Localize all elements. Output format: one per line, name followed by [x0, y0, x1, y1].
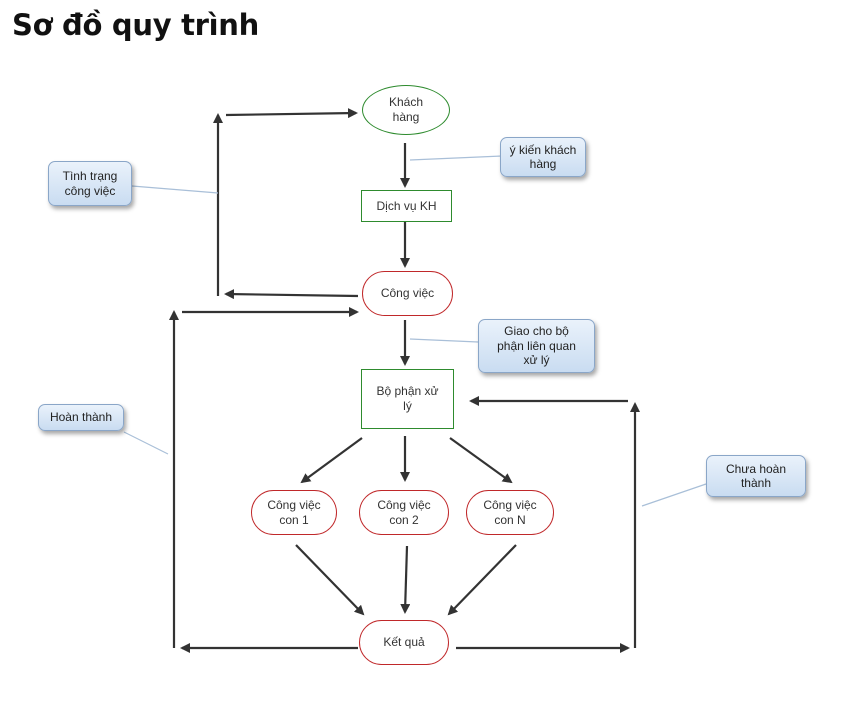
node-ket-qua-label: Kết quả [383, 635, 425, 649]
leader-chuahoanthanh [641, 483, 707, 507]
node-cong-viec-con-1: Công việc con 1 [251, 490, 337, 535]
node-cong-viec-con-1-label: Công việc con 1 [267, 497, 321, 527]
node-cong-viec-label: Công việc [380, 286, 435, 300]
node-cong-viec-con-n: Công việc con N [466, 490, 554, 535]
callout-hoan-thanh-label: Hoàn thành [49, 410, 113, 425]
callout-tinh-trang-cong-viec-label: Tình trạng công việc [62, 169, 118, 198]
arrow-bophan-con1 [300, 437, 363, 484]
callout-hoan-thanh: Hoàn thành [38, 404, 124, 431]
node-khach-hang-label: Khách hàng [388, 95, 424, 124]
node-dich-vu-kh-label: Dịch vụ KH [376, 198, 437, 213]
arrow-con1-ketqua [295, 544, 365, 616]
leader-tinhtrang [131, 185, 219, 194]
leader-hoanthanh [123, 431, 169, 455]
callout-y-kien-khach-hang: ý kiến khách hàng [500, 137, 586, 177]
page-title: Sơ đồ quy trình [12, 8, 259, 42]
leader-ykien [409, 155, 503, 161]
leader-giaocho [409, 338, 479, 343]
node-dich-vu-kh: Dịch vụ KH [361, 190, 452, 222]
node-cong-viec-con-n-label: Công việc con N [483, 497, 537, 527]
callout-chua-hoan-thanh-label: Chưa hoàn thành [725, 461, 787, 490]
node-cong-viec-con-2-label: Công việc con 2 [377, 497, 431, 527]
arrow-congviec-left [224, 289, 359, 300]
callout-y-kien-khach-hang-label: ý kiến khách hàng [509, 142, 577, 171]
callout-chua-hoan-thanh: Chưa hoàn thành [706, 455, 806, 497]
node-bo-phan-xu-ly-label: Bộ phận xử lý [376, 384, 439, 413]
node-khach-hang: Khách hàng [362, 85, 450, 135]
node-bo-phan-xu-ly: Bộ phận xử lý [361, 369, 454, 429]
node-cong-viec: Công việc [362, 271, 453, 316]
arrow-con2-ketqua [400, 545, 411, 614]
callout-tinh-trang-cong-viec: Tình trạng công việc [48, 161, 132, 206]
node-ket-qua: Kết quả [359, 620, 449, 665]
callout-giao-cho-bo-phan: Giao cho bộ phận liên quan xử lý [478, 319, 595, 373]
node-cong-viec-con-2: Công việc con 2 [359, 490, 449, 535]
arrow-to-khachhang [225, 108, 358, 119]
arrow-bophan-conN [449, 437, 513, 484]
callout-giao-cho-bo-phan-label: Giao cho bộ phận liên quan xử lý [497, 324, 576, 368]
arrow-conN-ketqua [447, 544, 517, 616]
